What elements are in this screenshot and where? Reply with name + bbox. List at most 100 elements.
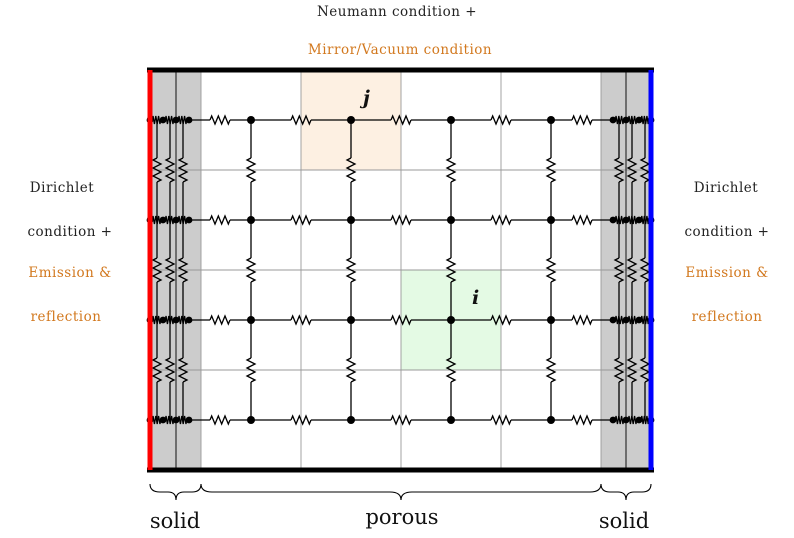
resistor-vertical [545, 157, 557, 183]
node-solid [172, 416, 180, 424]
resistor-vertical [613, 157, 625, 183]
node [347, 116, 355, 124]
node-solid [185, 416, 193, 424]
resistor-horizontal [390, 314, 412, 326]
node-solid [185, 316, 193, 324]
node-solid [635, 416, 643, 424]
resistor-horizontal [290, 214, 312, 226]
network-nodes [146, 116, 655, 424]
brace-right-solid [600, 483, 652, 501]
node-solid [159, 216, 167, 224]
node-solid [609, 216, 617, 224]
resistor-horizontal [571, 114, 593, 126]
right-label-line3: Emission & [685, 265, 768, 281]
node [547, 216, 555, 224]
label-porous: porous [365, 505, 438, 529]
label-left-solid: solid [150, 509, 200, 533]
node [247, 216, 255, 224]
left-label-line3: Emission & [28, 265, 111, 281]
resistor-vertical [626, 357, 638, 383]
resistor-horizontal [571, 414, 593, 426]
resistor-vertical [345, 257, 357, 283]
node [547, 416, 555, 424]
resistor-horizontal [290, 414, 312, 426]
node [247, 116, 255, 124]
node [347, 416, 355, 424]
resistor-horizontal [209, 214, 231, 226]
brace-left-solid [149, 483, 202, 501]
resistor-horizontal [390, 114, 412, 126]
resistor-vertical [345, 157, 357, 183]
grid-lines [150, 70, 651, 470]
node-solid [172, 216, 180, 224]
resistor-vertical [164, 257, 176, 283]
left-label-line2: condition + [27, 224, 112, 240]
resistor-vertical [177, 157, 189, 183]
node [547, 316, 555, 324]
left-label-line4: reflection [31, 309, 102, 325]
node-label-j: j [359, 87, 370, 109]
resistor-horizontal [290, 314, 312, 326]
node-solid [185, 116, 193, 124]
node-solid [159, 116, 167, 124]
node [447, 316, 455, 324]
resistor-horizontal [490, 214, 512, 226]
node-solid [172, 116, 180, 124]
resistor-vertical [545, 357, 557, 383]
resistor-horizontal [209, 314, 231, 326]
node [547, 116, 555, 124]
right-label-line1: Dirichlet [694, 180, 758, 196]
resistor-vertical [177, 257, 189, 283]
resistor-vertical [445, 357, 457, 383]
node-solid [159, 316, 167, 324]
resistor-horizontal [571, 314, 593, 326]
resistor-vertical [245, 257, 257, 283]
left-label-line1: Dirichlet [30, 180, 94, 196]
node-solid [635, 316, 643, 324]
node-solid [622, 316, 630, 324]
resistor-vertical [151, 257, 163, 283]
node [247, 416, 255, 424]
node-solid [635, 216, 643, 224]
resistor-vertical [177, 357, 189, 383]
node-solid [622, 216, 630, 224]
node [247, 316, 255, 324]
resistor-horizontal [490, 414, 512, 426]
node-solid [172, 316, 180, 324]
right-label-line4: reflection [692, 309, 763, 325]
node-solid [609, 416, 617, 424]
node-label-i: i [472, 287, 479, 309]
resistor-vertical [245, 357, 257, 383]
node-solid [635, 116, 643, 124]
resistor-vertical [613, 357, 625, 383]
right-label-line2: condition + [684, 224, 769, 240]
resistor-vertical [613, 257, 625, 283]
resistor-vertical [151, 157, 163, 183]
resistor-vertical [345, 357, 357, 383]
top-label-line1: Neumann condition + [317, 4, 477, 20]
resistor-vertical [151, 357, 163, 383]
resistor-horizontal [571, 214, 593, 226]
resistor-vertical [639, 257, 651, 283]
resistor-horizontal [290, 114, 312, 126]
resistor-horizontal [390, 214, 412, 226]
node-solid [609, 316, 617, 324]
top-label-line2: Mirror/Vacuum condition [308, 42, 492, 58]
node [447, 416, 455, 424]
node-solid [622, 416, 630, 424]
node-solid [622, 116, 630, 124]
resistor-vertical [545, 257, 557, 283]
node [347, 316, 355, 324]
node-solid [185, 216, 193, 224]
resistor-horizontal [209, 114, 231, 126]
resistor-vertical [639, 357, 651, 383]
resistor-vertical [164, 157, 176, 183]
resistor-vertical [626, 257, 638, 283]
resistor-horizontal [490, 114, 512, 126]
resistor-vertical [245, 157, 257, 183]
resistor-vertical [445, 157, 457, 183]
node-solid [159, 416, 167, 424]
resistor-horizontal [390, 414, 412, 426]
solid-dividers [175, 70, 627, 470]
